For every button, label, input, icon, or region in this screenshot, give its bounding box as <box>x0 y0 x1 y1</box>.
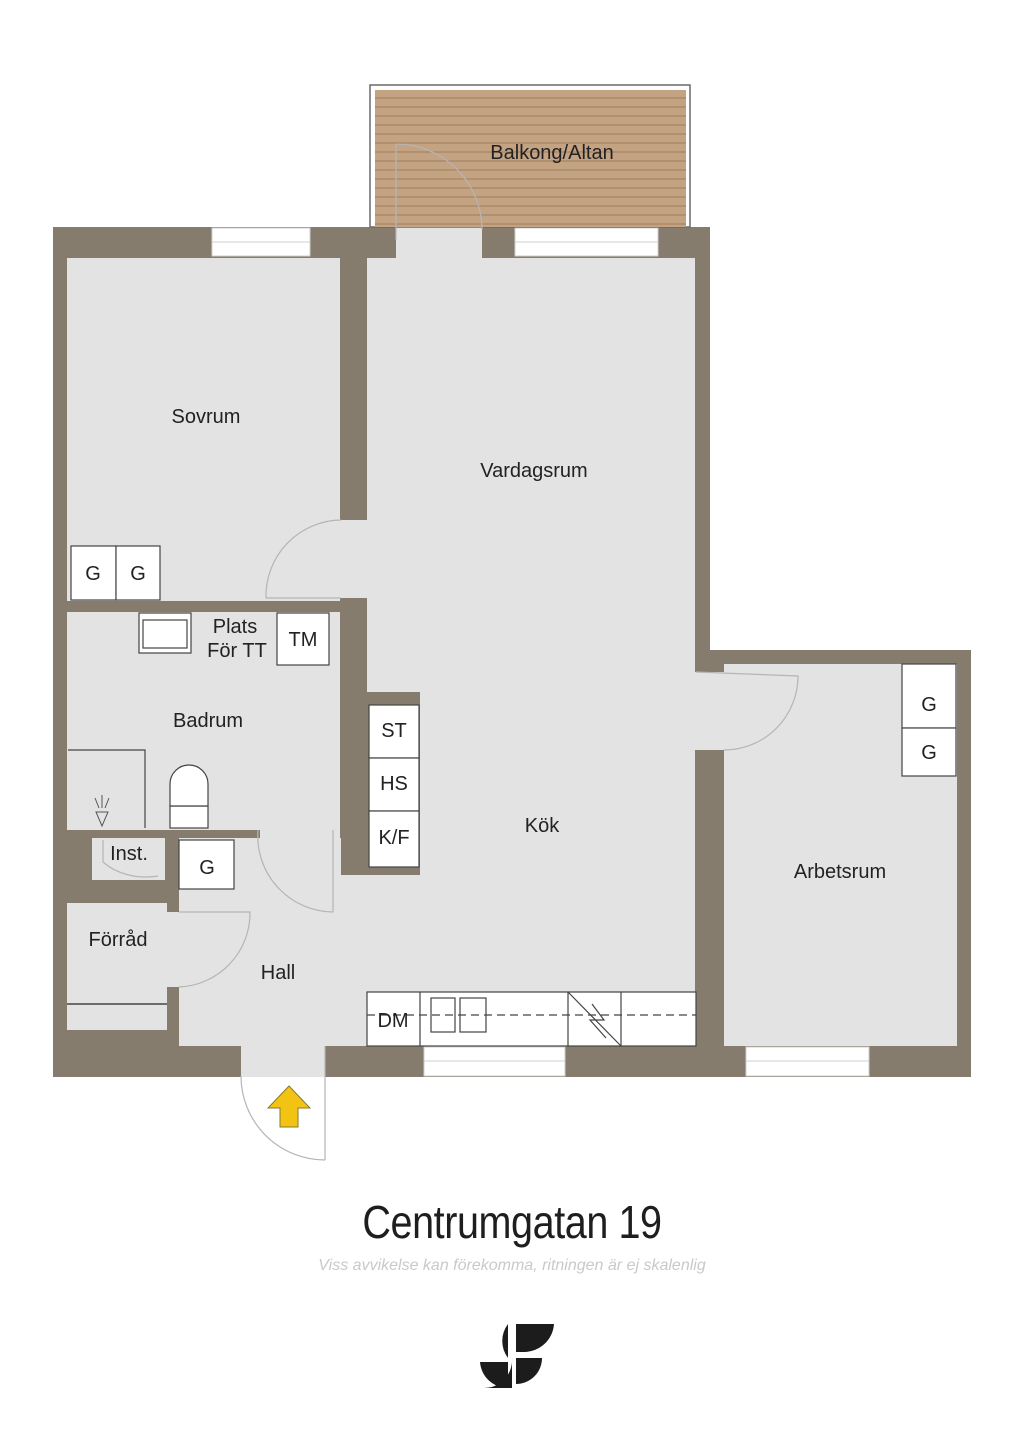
wardrobe-sovrum-1 <box>70 545 117 601</box>
fixture-label-hall-g: G <box>199 857 215 879</box>
door-badrum <box>257 829 334 913</box>
doors <box>102 143 799 1161</box>
door-balcony <box>395 143 483 240</box>
stove-symbol <box>567 991 622 1047</box>
washing-machine <box>276 612 330 666</box>
window-sovrum <box>211 227 311 257</box>
door-arbetsrum <box>695 671 799 751</box>
fixture-label-dm: DM <box>377 1010 408 1032</box>
balcony-deck <box>375 90 686 227</box>
wardrobe-hall <box>178 839 235 890</box>
room-label-inst: Inst. <box>110 843 148 865</box>
floor-kok-arbetsrum-door <box>695 672 724 750</box>
oven-st <box>368 704 420 759</box>
floor-vardagsrum-kok <box>367 258 695 992</box>
toilet-tank <box>169 805 209 829</box>
floor-balcony-door-opening <box>396 227 482 258</box>
sf-logo-icon <box>480 1324 554 1389</box>
door-forrad <box>178 911 251 988</box>
wardrobe-sovrum-2 <box>115 545 161 601</box>
fixture-label-kf: K/F <box>378 827 409 849</box>
floors <box>67 227 957 1077</box>
address-title: Centrumgatan 19 <box>362 1196 662 1248</box>
disclaimer-text: Viss avvikelse kan förekomma, ritningen … <box>318 1257 706 1274</box>
wardrobe-arbetsrum-2 <box>901 727 957 777</box>
room-label-vardagsrum: Vardagsrum <box>480 460 587 482</box>
fixture-label-st: ST <box>381 720 407 742</box>
door-entry <box>240 1046 326 1161</box>
door-inst <box>102 840 159 878</box>
room-labels: Balkong/Altan Sovrum Vardagsrum Badrum K… <box>89 142 887 984</box>
room-label-arbetsrum: Arbetsrum <box>794 861 886 883</box>
toilet-bowl <box>169 764 209 807</box>
room-label-sovrum: Sovrum <box>172 406 241 428</box>
kitchen-sink-right <box>459 997 487 1033</box>
window-arbetsrum <box>745 1046 870 1077</box>
door-sovrum <box>265 519 342 599</box>
wardrobe-arbetsrum-1 <box>901 663 957 729</box>
room-label-balkong: Balkong/Altan <box>490 142 613 164</box>
window-kok <box>423 1046 566 1077</box>
floor-inst <box>92 838 165 880</box>
floor-drain-icon <box>94 795 110 828</box>
fixture-label-arbetsrum-g1: G <box>921 694 937 716</box>
entry-arrow-icon <box>266 1085 312 1128</box>
room-label-kok: Kök <box>525 815 560 837</box>
floor-sovrum-door-opening <box>340 520 367 598</box>
kitchen-sink-left <box>430 997 456 1033</box>
room-label-forrad: Förråd <box>89 929 148 951</box>
floor-hall-lower <box>341 992 367 1046</box>
fridge-kf <box>368 810 420 868</box>
floor-sovrum <box>67 258 340 601</box>
kitchen-counter <box>366 991 697 1047</box>
floor-kitchen-bottom <box>341 875 695 992</box>
fixture-label-for-tt: För TT <box>207 640 267 662</box>
window-vardagsrum <box>514 227 659 257</box>
room-label-hall: Hall <box>261 962 295 984</box>
fixture-label-plats: Plats <box>213 616 257 638</box>
room-label-badrum: Badrum <box>173 710 243 732</box>
fixture-label-arbetsrum-g2: G <box>921 742 937 764</box>
fixture-label-sovrum-g1: G <box>85 563 101 585</box>
fixture-label-hs: HS <box>380 773 408 795</box>
floor-entry-opening <box>241 1046 325 1077</box>
fixture-label-sovrum-g2: G <box>130 563 146 585</box>
bathroom-sink-basin <box>142 619 188 649</box>
deck-planks <box>375 97 686 225</box>
windows <box>211 227 870 1077</box>
fixture-labels: G G Plats För TT TM ST HS K/F G G G DM <box>85 563 937 1032</box>
floor-forrad-door-opening <box>167 912 179 987</box>
shower-area <box>68 749 146 828</box>
balcony <box>369 84 691 228</box>
fixtures <box>67 545 957 1047</box>
fixture-label-tm: TM <box>289 629 318 651</box>
floor-badrum-door-opening <box>260 828 334 838</box>
floor-forrad <box>67 903 167 1030</box>
